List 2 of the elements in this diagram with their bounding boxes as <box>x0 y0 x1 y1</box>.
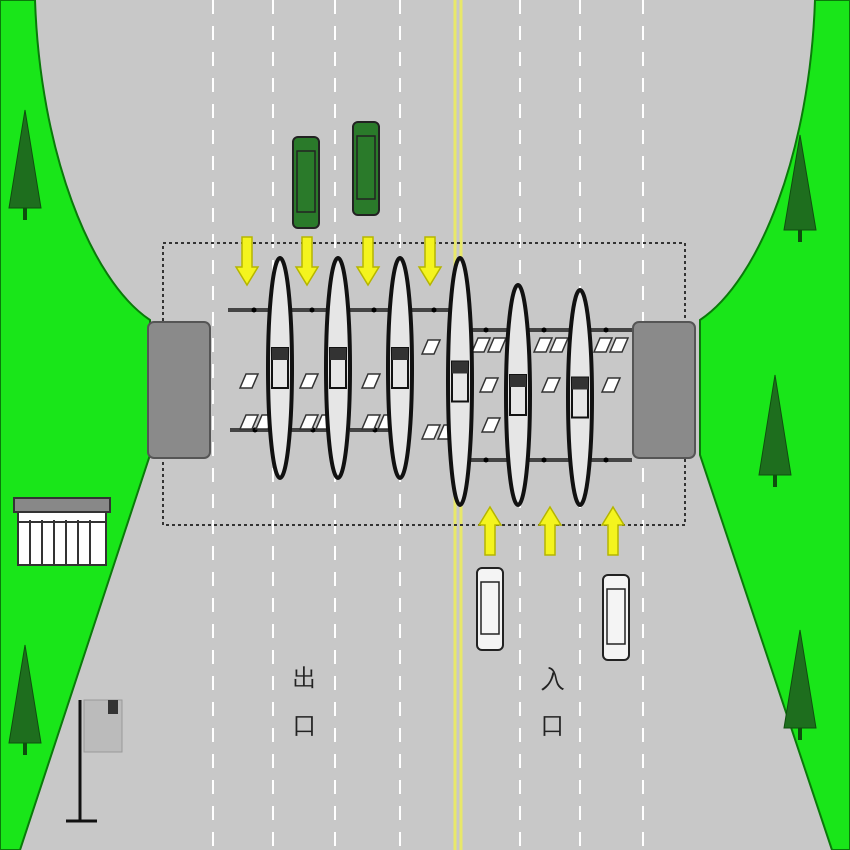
road-marking-text: 出口 <box>293 646 317 752</box>
road-marking-text: 入口 <box>541 646 565 752</box>
